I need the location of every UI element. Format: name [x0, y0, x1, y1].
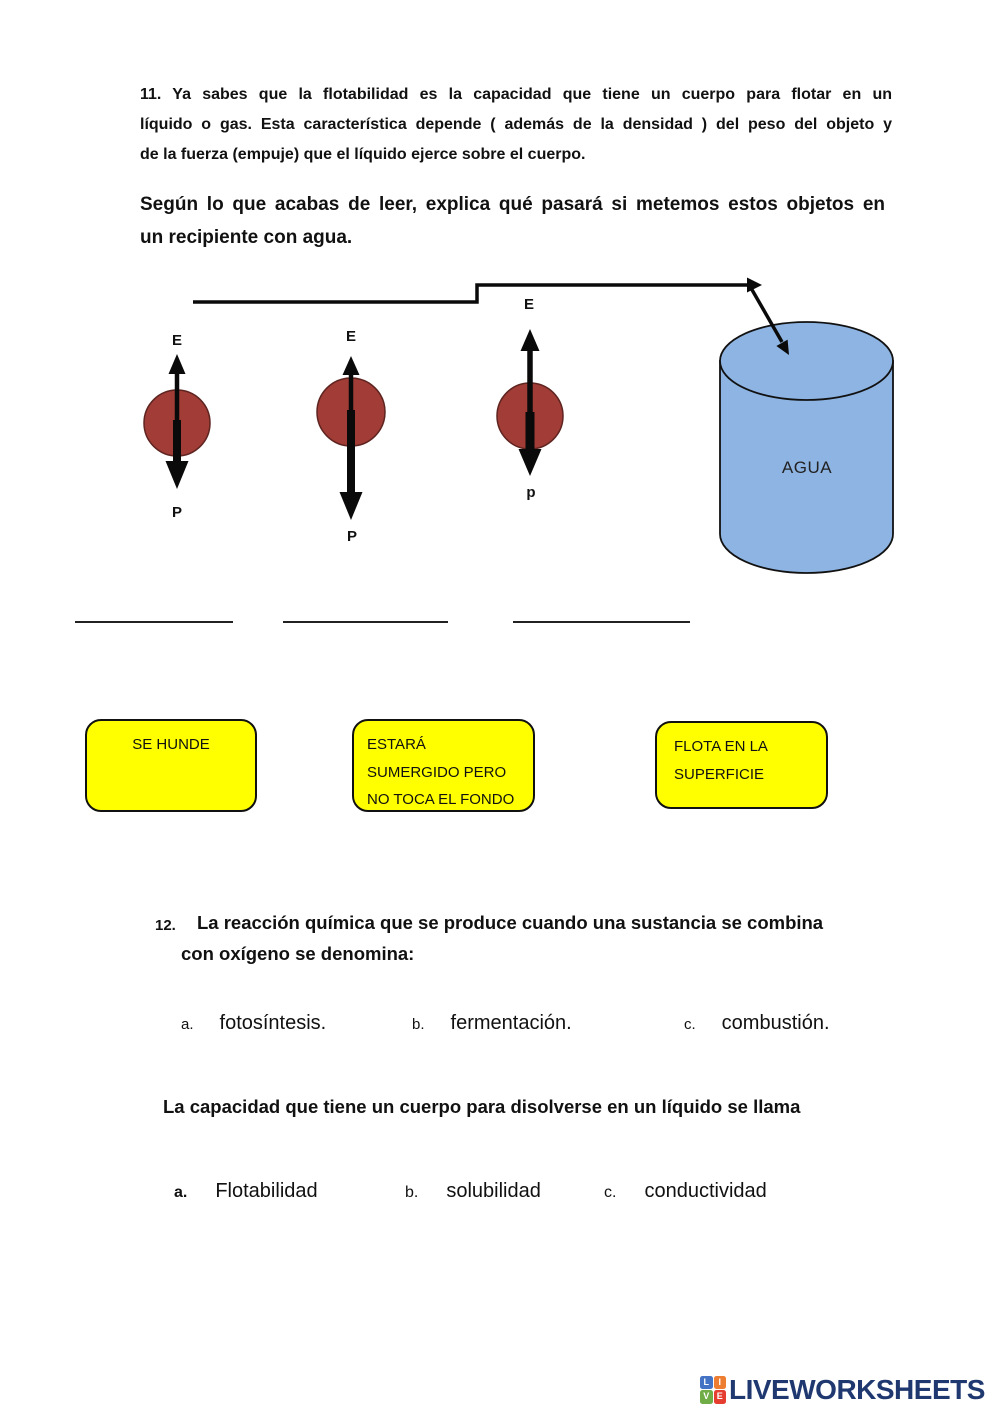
answer-box-line: SUMERGIDO PERO: [367, 763, 507, 781]
brand-name: LIVEWORKSHEETS: [729, 1374, 985, 1405]
buoyancy-arrow-head: [168, 354, 186, 374]
water-cylinder: AGUA: [719, 321, 894, 574]
option-text: fotosíntesis.: [219, 1012, 327, 1034]
prompt-line: Según lo que acabas de leer, explica qué…: [140, 194, 885, 215]
buoyancy-arrow-head: [342, 356, 360, 375]
step-line: [193, 283, 749, 304]
question-12-number: 12.: [155, 917, 176, 934]
option-fermentacion[interactable]: b. fermentación.: [412, 1012, 572, 1035]
option-flotabilidad[interactable]: a. Flotabilidad: [174, 1180, 318, 1203]
paragraph-line: 11. Ya sabes que la flotabilidad es la c…: [140, 86, 892, 103]
question-12-line2: con oxígeno se denomina:: [181, 943, 415, 964]
weight-label: P: [172, 504, 182, 521]
option-letter: c.: [604, 1184, 617, 1201]
option-combustion[interactable]: c. combustión.: [684, 1012, 830, 1035]
buoyancy-label: E: [524, 296, 534, 313]
pointer-line: [193, 277, 789, 355]
option-letter: b.: [412, 1016, 425, 1033]
answer-box-line: SE HUNDE: [132, 736, 210, 753]
logo-cell-l: L: [700, 1375, 713, 1389]
option-letter: c.: [684, 1016, 696, 1033]
object-1: E P: [143, 332, 211, 521]
logo-cell-i: I: [713, 1375, 726, 1389]
paragraph-line: de la fuerza (empuje) que el líquido eje…: [140, 146, 586, 163]
option-text: conductividad: [644, 1180, 767, 1202]
logo-cell-v: V: [700, 1390, 713, 1404]
ball-2: [316, 377, 386, 447]
option-text: fermentación.: [450, 1012, 572, 1034]
answer-box-line: ESTARÁ: [367, 736, 426, 753]
question-11-paragraph: 11. Ya sabes que la flotabilidad es la c…: [140, 80, 892, 170]
option-conductividad[interactable]: c. conductividad: [604, 1180, 767, 1203]
prompt-line: un recipiente con agua.: [140, 227, 353, 248]
answer-box-sumergido[interactable]: ESTARÁ SUMERGIDO PERO NO TOCA EL FONDO: [352, 719, 535, 812]
arrowhead-into-water: [776, 339, 789, 355]
question-11-prompt: Según lo que acabas de leer, explica qué…: [140, 188, 885, 254]
question-13-text: La capacidad que tiene un cuerpo para di…: [163, 1096, 801, 1117]
liveworksheets-grid-icon: L I V E: [700, 1375, 726, 1404]
liveworksheets-logo[interactable]: L I V E LIVEWORKSHEETS: [700, 1375, 985, 1404]
weight-label: p: [526, 484, 535, 501]
buoyancy-label: E: [346, 328, 356, 345]
ball-3: [496, 382, 564, 450]
option-text: solubilidad: [446, 1180, 541, 1202]
cylinder-body: [719, 360, 894, 574]
arrowhead-right: [747, 277, 762, 293]
answer-box-line: NO TOCA EL FONDO: [367, 791, 515, 808]
option-solubilidad[interactable]: b. solubilidad: [405, 1180, 541, 1203]
logo-cell-e: E: [713, 1390, 726, 1404]
option-letter: a.: [181, 1016, 194, 1033]
answer-box-flota[interactable]: FLOTA EN LA SUPERFICIE: [655, 721, 828, 809]
option-fotosintesis[interactable]: a. fotosíntesis.: [181, 1012, 326, 1035]
weight-arrow-head: [518, 449, 542, 476]
buoyancy-arrow-head: [520, 329, 540, 351]
weight-label: P: [347, 528, 357, 545]
question-12-line1: La reacción química que se produce cuand…: [197, 912, 824, 933]
object-3: E p: [496, 296, 564, 501]
paragraph-line: líquido o gas. Esta característica depen…: [140, 116, 892, 133]
answer-blank-3[interactable]: [513, 621, 690, 623]
answer-box-se-hunde[interactable]: SE HUNDE: [85, 719, 257, 812]
option-letter: a.: [174, 1184, 188, 1201]
diagonal-line: [749, 287, 784, 343]
cylinder-top: [719, 321, 894, 401]
water-label: AGUA: [782, 458, 832, 477]
weight-arrow-head: [165, 461, 189, 489]
answer-box-line: SUPERFICIE: [674, 765, 765, 783]
option-text: combustión.: [721, 1012, 830, 1034]
answer-blank-2[interactable]: [283, 621, 448, 623]
weight-arrow-head: [339, 492, 363, 520]
answer-blank-1[interactable]: [75, 621, 233, 623]
buoyancy-label: E: [172, 332, 182, 349]
option-letter: b.: [405, 1184, 419, 1201]
option-text: Flotabilidad: [215, 1180, 318, 1202]
ball-1: [143, 389, 211, 457]
object-2: E P: [316, 328, 386, 545]
answer-box-line: FLOTA EN LA: [674, 738, 768, 755]
